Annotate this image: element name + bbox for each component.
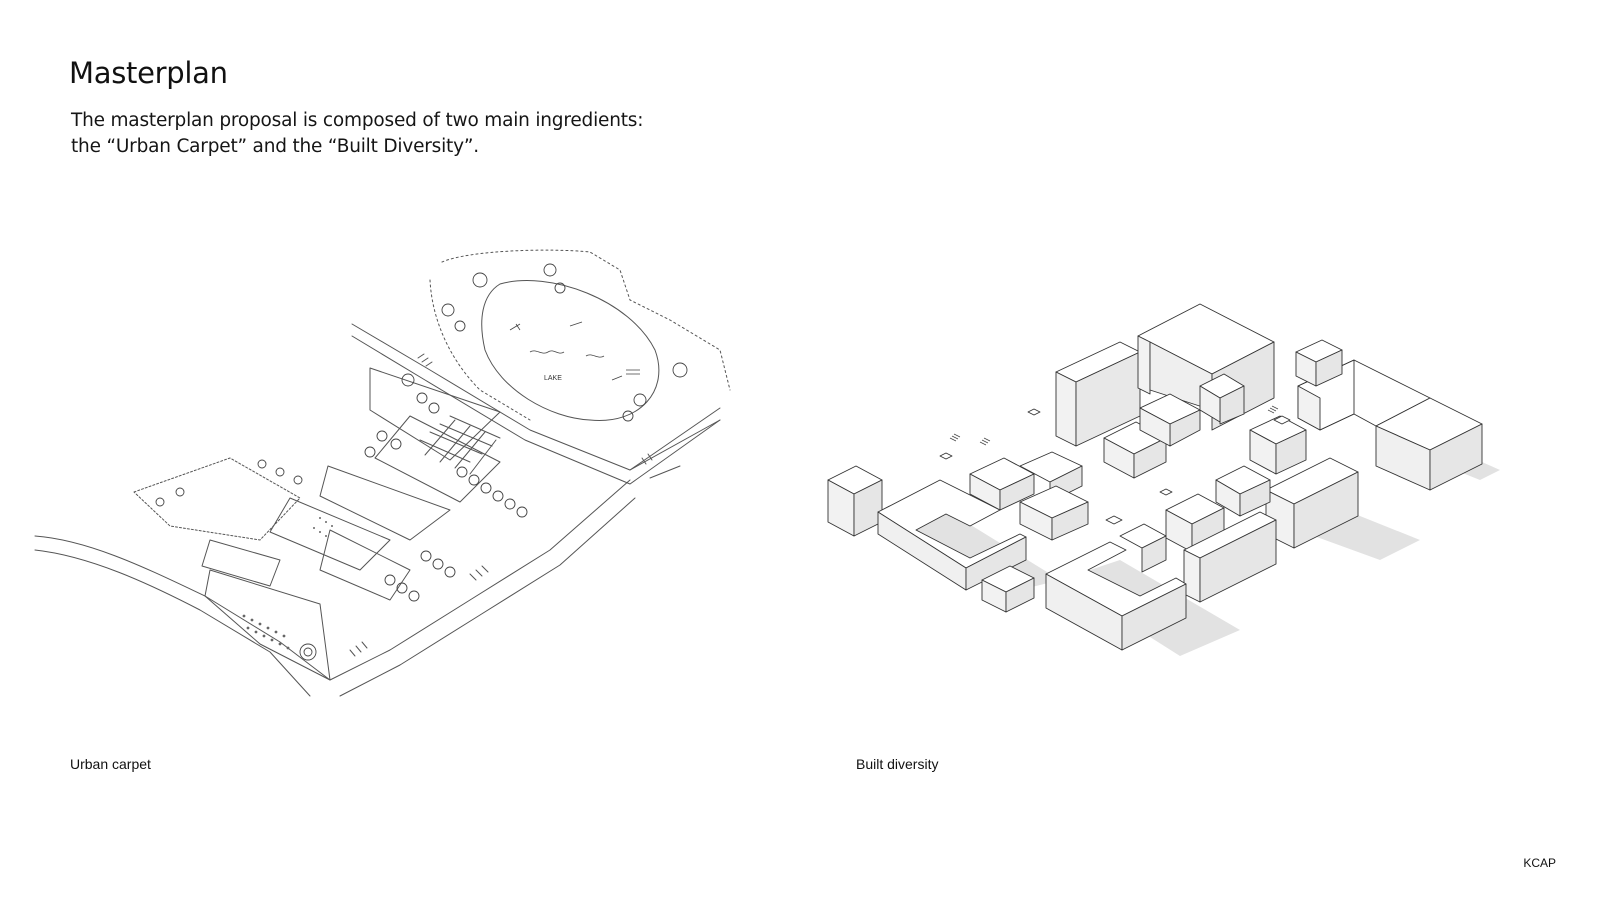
intro-text: The masterplan proposal is composed of t… [71,108,711,160]
intro-line-1: The masterplan proposal is composed of t… [71,110,644,131]
urban-carpet-drawing: LAKE [34,249,731,697]
page-title: Masterplan [69,56,228,90]
built-diversity-caption: Built diversity [856,756,939,772]
built-diversity-drawing [827,303,1500,656]
intro-line-2: the “Urban Carpet” and the “Built Divers… [71,136,479,157]
urban-carpet-caption: Urban carpet [70,756,151,772]
lake-label: LAKE [544,375,562,382]
kcap-credit: KCAP [1523,856,1556,870]
